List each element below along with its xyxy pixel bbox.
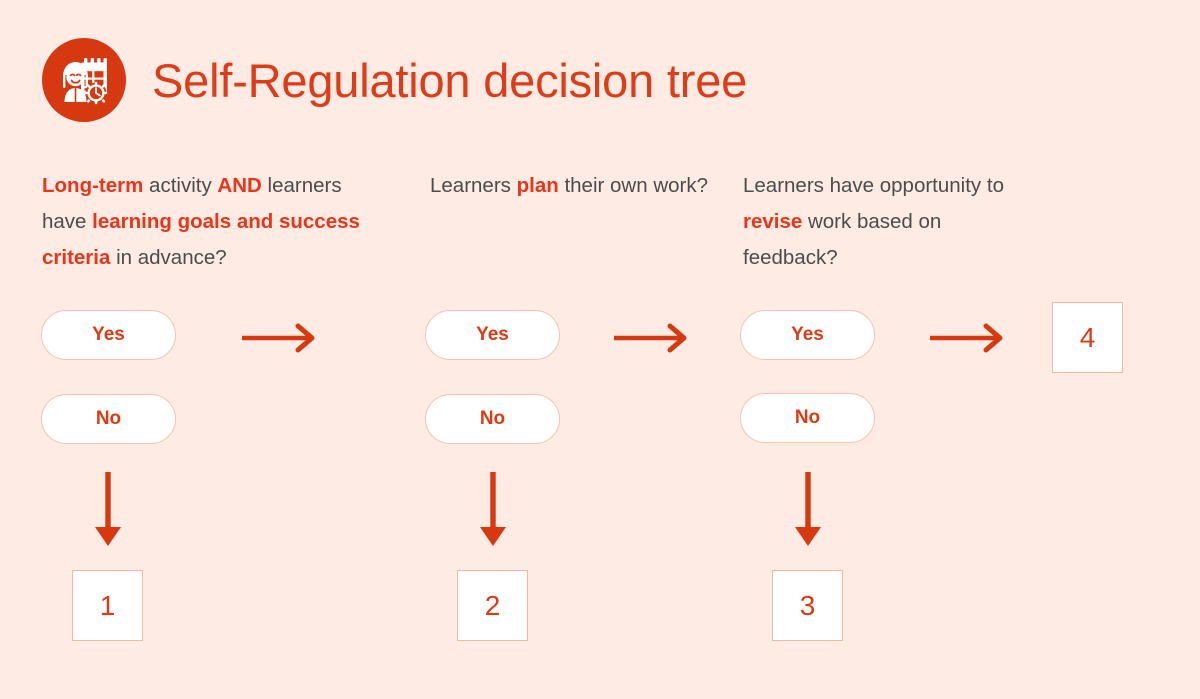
question-text-3: Learners have opportunity to revise work…	[743, 168, 1018, 276]
question-text-2: Learners plan their own work?	[430, 168, 730, 204]
question-plain-run: work based on feedback?	[743, 210, 942, 269]
question-highlight: learning goals and success criteria	[42, 210, 360, 269]
decision-column-2: Learners plan their own work?	[430, 168, 730, 204]
question-plain-run: activity	[143, 174, 218, 197]
question-plain-run: Learners have opportunity to	[743, 174, 1004, 197]
outcome-box-4[interactable]: 4	[1052, 302, 1123, 373]
answer-pill-no-1[interactable]: No	[41, 394, 176, 444]
answer-pill-yes-2[interactable]: Yes	[425, 310, 560, 360]
question-highlight: AND	[217, 174, 262, 197]
decision-column-1: Long-term activity AND learners have lea…	[42, 168, 377, 276]
outcome-box-1[interactable]: 1	[72, 570, 143, 641]
outcome-box-2[interactable]: 2	[457, 570, 528, 641]
decision-column-3: Learners have opportunity to revise work…	[743, 168, 1018, 276]
question-plain-run: in advance?	[110, 246, 227, 269]
page-title: Self-Regulation decision tree	[152, 53, 748, 107]
answer-pill-yes-3[interactable]: Yes	[740, 310, 875, 360]
arrow-right-icon	[612, 322, 692, 354]
arrow-right-icon	[240, 322, 320, 354]
answer-pill-yes-1[interactable]: Yes	[41, 310, 176, 360]
question-plain-run: their own work?	[558, 174, 709, 197]
answer-pill-no-2[interactable]: No	[425, 394, 560, 444]
answer-pill-no-3[interactable]: No	[740, 393, 875, 443]
question-text-1: Long-term activity AND learners have lea…	[42, 168, 377, 276]
arrow-down-icon	[787, 470, 829, 550]
arrow-right-icon	[928, 322, 1008, 354]
question-highlight: plan	[516, 174, 559, 197]
question-plain-run: learners have	[42, 174, 342, 233]
outcome-box-3[interactable]: 3	[772, 570, 843, 641]
arrow-down-icon	[87, 470, 129, 550]
question-plain-run: Learners	[430, 174, 517, 197]
page-header: Self-Regulation decision tree	[42, 38, 747, 122]
arrow-down-icon	[472, 470, 514, 550]
question-highlight: revise	[743, 210, 803, 233]
question-highlight: Long-term	[42, 174, 144, 197]
self-regulation-learner-calendar-icon	[42, 38, 126, 122]
